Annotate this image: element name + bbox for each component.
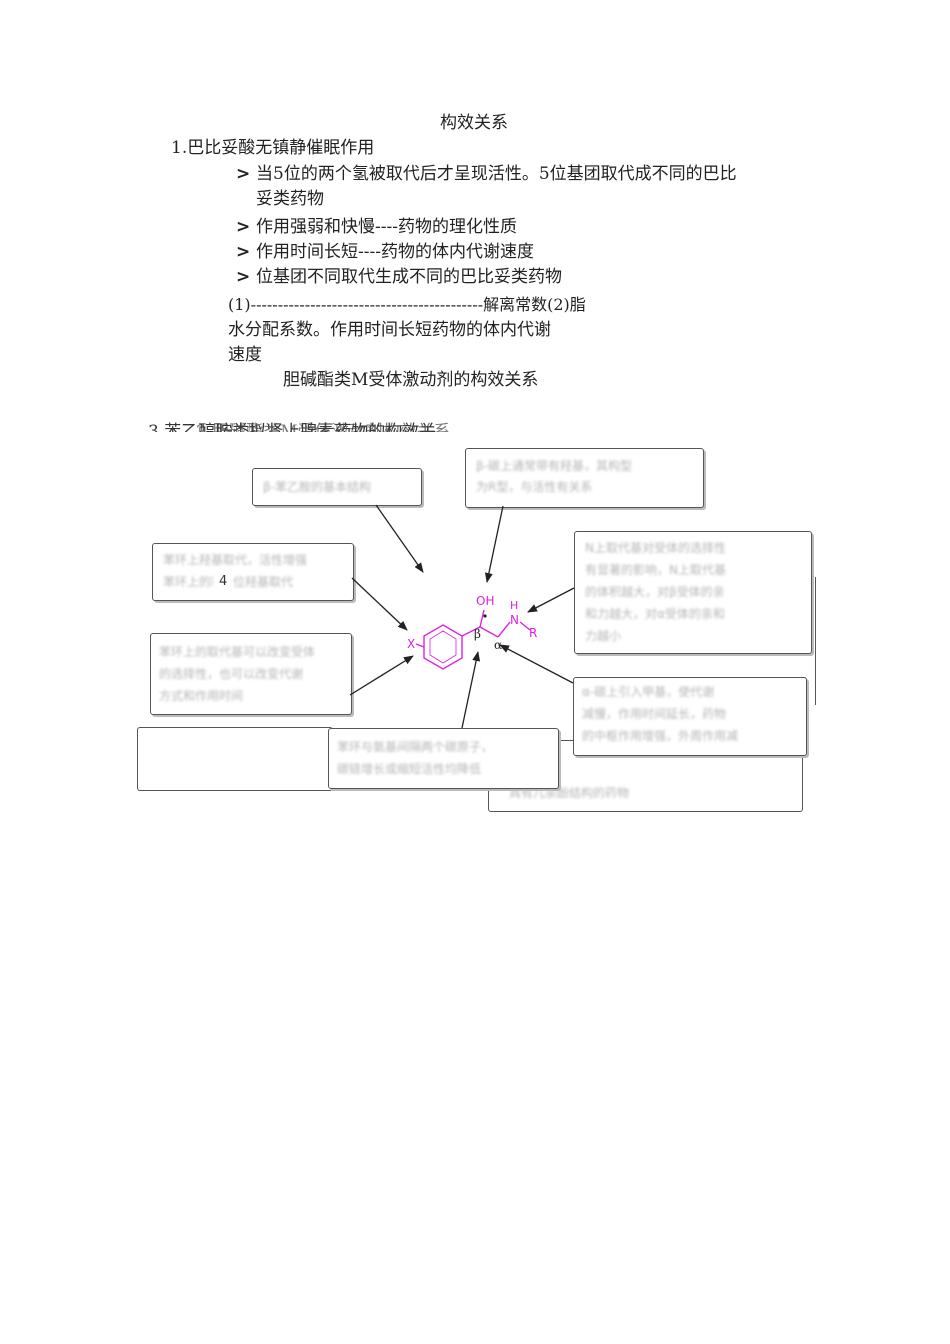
box-top-left-text: β-苯乙胺的基本结构 [263,480,371,494]
arrow-left-2 [349,655,414,696]
stereo-center-dot [483,614,487,618]
molecule-h: H [510,599,518,612]
bullet-item-2: >作用强弱和快慢----药物的理化性质 [236,217,517,237]
box-right-mid-line1: α-碳上引入甲基，使代谢 [582,685,715,699]
bullet-item-4: >位基团不同取代生成不同的巴比妥类药物 [236,267,562,287]
right-bracket-line [812,577,816,705]
box-top-left: β-苯乙胺的基本结构 [252,468,422,506]
molecule-alpha: α [494,638,502,652]
box-right-top-line2: 有显著的影响，N上取代基 [585,563,726,577]
arrow-left-1 [351,577,408,631]
box-right-top-line3: 的体积越大，对β受体的亲 [585,585,725,599]
box-left-2: 苯环上的取代基可以改变受体 的选择性，也可以改变代谢 方式和作用时间 [150,633,352,715]
section3-heading-overlap: 2 胆碱酯类M受体激动剂构效关系 [196,422,451,432]
box-left-1-line2a: 苯环上的取代基 [163,575,213,589]
bullet-arrow-icon: > [236,267,251,287]
page-title: 构效关系 [440,113,508,133]
bullet-item-3: >作用时间长短----药物的体内代谢速度 [236,242,534,262]
box-right-mid: α-碳上引入甲基，使代谢 减慢，作用时间延长，药物 的中枢作用增强，外周作用减 [573,677,807,756]
arrow-bottom-mid [461,651,481,729]
box-right-top-line5: 力越小 [585,629,622,643]
molecule [415,609,531,670]
arrow-top-mid [484,505,504,583]
molecule-r: R [529,626,537,640]
arrow-right-top [527,587,575,613]
box-top-mid: β-碳上通常带有羟基，其构型 为R型，与活性有关系 [465,448,704,508]
molecule-beta: β [474,627,481,641]
box-right-mid-line2: 减慢，作用时间延长，药物 [582,707,727,721]
molecule-x: X [407,637,415,651]
box-right-top-line4: 和力越大，对α受体的亲和 [585,607,725,621]
box-left-1: 苯环上羟基取代，活性增强 苯环上的取代基 4 位羟基取代 [152,543,354,601]
box-left-1-line2c: 位羟基取代 [233,575,294,589]
box-top-mid-line2: 为R型，与活性有关系 [476,480,593,494]
box-bottom-left-empty [137,727,333,791]
box-bottom-mid-line2: 碳链增长或缩短活性均降低 [337,762,482,776]
section3-heading: 3 苯乙醇胺类拟肾上腺素药物的构效关 [148,422,437,432]
bullet-arrow-icon: > [236,242,251,262]
benzene-inner [429,630,457,664]
box-bottom-right-under-text: 具有儿茶酚结构的药物 [509,786,630,800]
box-left-2-line2: 的选择性，也可以改变代谢 [159,667,304,681]
molecule-oh: OH [476,594,494,608]
arrow-top-left [375,504,424,573]
box-bottom-mid: 苯环与氨基间隔两个碳原子， 碳链增长或缩短活性均降低 [328,728,559,789]
box-left-2-line1: 苯环上的取代基可以改变受体 [159,645,316,659]
subheading: 胆碱酯类M受体激动剂的构效关系 [283,370,539,390]
molecule-n: N [510,613,519,627]
arrow-right-mid [499,644,574,684]
box-top-mid-line1: β-碳上通常带有羟基，其构型 [476,459,632,473]
box-right-mid-line3: 的中枢作用增强，外周作用减 [582,729,739,743]
bullet-arrow-icon: > [236,164,251,184]
box-right-top-line1: N上取代基对受体的选择性 [585,541,726,555]
box-left-2-line3: 方式和作用时间 [159,689,244,703]
paragraph-line-3: 速度 [228,345,262,365]
box-left-1-line1: 苯环上羟基取代，活性增强 [163,553,308,567]
bullet-arrow-icon: > [236,217,251,237]
paragraph-line-1: (1)-------------------------------------… [228,295,586,314]
box-right-top: N上取代基对受体的选择性 有显著的影响，N上取代基 的体积越大，对β受体的亲 和… [574,531,812,654]
paragraph-line-2: 水分配系数。作用时间长短药物的体内代谢 [228,320,551,340]
section3-heading-clip: 3 苯乙醇胺类拟肾上腺素药物的构效关 2 胆碱酯类M受体激动剂构效关系 [148,420,478,432]
bullet-item-1: >当5位的两个氢被取代后才呈现活性。5位基团取代成不同的巴比 [236,164,737,184]
box-left-1-number: 4 [219,574,228,589]
bullet-item-1-cont: 妥类药物 [256,189,324,209]
arrows [349,504,575,729]
section1-heading: 1.巴比妥酸无镇静催眠作用 [171,138,375,158]
box-bottom-mid-line1: 苯环与氨基间隔两个碳原子， [337,740,494,754]
